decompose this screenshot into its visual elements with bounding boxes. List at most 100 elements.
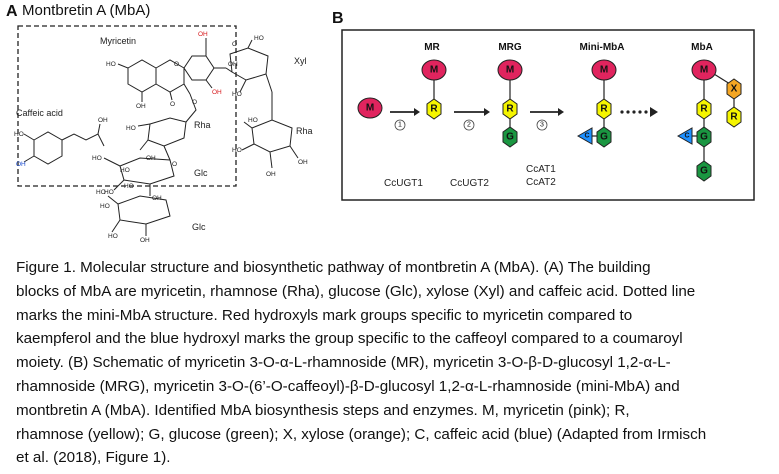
atom-label: OH (152, 195, 162, 202)
enzyme-ccat1: CcAT1 (526, 164, 556, 175)
caption-line: moiety. (B) Schematic of myricetin 3-O-α… (16, 354, 671, 372)
panel-b-pathway: B MR MRG Mini-MbA MbA (330, 8, 779, 213)
atom-label: HO (100, 203, 110, 210)
step-badge-2: 2 (463, 119, 475, 131)
node-x-mba: X (726, 78, 742, 100)
rhamnose-ring-1 (147, 117, 187, 147)
node-m-start: M (357, 97, 383, 119)
atom-label: O (170, 101, 175, 108)
label-myricetin: Myricetin (100, 36, 136, 46)
svg-text:X: X (731, 84, 738, 95)
atom-label: HO (106, 61, 116, 68)
label-rha-2: Rha (296, 126, 313, 136)
node-c-mini: C (576, 127, 593, 145)
enzyme-ccat2: CcAT2 (526, 177, 556, 188)
svg-text:G: G (600, 132, 608, 143)
caption-line: kaempferol and the blue hydroxyl marks t… (16, 330, 683, 348)
panel-a-title: Montbretin A (MbA) (22, 2, 151, 19)
svg-text:R: R (700, 104, 708, 115)
caption-line: marks the mini-MbA structure. Red hydrox… (16, 306, 633, 324)
atom-label: HO (14, 131, 24, 138)
column-title-mrg: MRG (498, 42, 522, 53)
pathway-frame (341, 29, 755, 201)
atom-label: HO (124, 183, 134, 190)
rhamnose-ring-2 (251, 119, 293, 153)
atom-label: HO (232, 91, 242, 98)
atom-label: OH (198, 31, 208, 38)
mba-chemical-structure: OH OH OH HO O OH O O HO OH HO O HO OH HO… (14, 25, 313, 244)
atom-label: HO (232, 147, 242, 154)
atom-label: OH (146, 155, 156, 162)
atom-label: OH (98, 117, 108, 124)
svg-text:M: M (600, 65, 608, 76)
svg-text:C: C (684, 133, 689, 140)
dotted-arrow (620, 107, 658, 117)
atom-label: HO (108, 233, 118, 240)
svg-text:M: M (366, 103, 374, 114)
caption-line: montbretin A (MbA). Identified MbA biosy… (16, 401, 630, 419)
atom-label: OH (16, 161, 26, 168)
column-title-mba: MbA (691, 42, 713, 53)
atom-label: OH (228, 61, 238, 68)
mini-mba-dotted-box (17, 25, 237, 187)
caption-line: blocks of MbA are myricetin, rhamnose (R… (16, 282, 696, 300)
atom-label: OH (266, 171, 276, 178)
panel-b-letter: B (332, 10, 344, 27)
node-r-mini: R (596, 98, 612, 120)
glucose-ring-2 (117, 195, 171, 225)
enzyme-ccugt2: CcUGT2 (450, 178, 489, 189)
svg-text:2: 2 (467, 122, 471, 129)
atom-label: O (174, 61, 179, 68)
caption-line: rhamnose (yellow); G, glucose (green); X… (16, 425, 707, 443)
figure-caption: Figure 1. Molecular structure and biosyn… (16, 256, 766, 470)
atom-label: O (172, 161, 177, 168)
svg-text:R: R (730, 112, 738, 123)
label-rha-1: Rha (194, 120, 211, 130)
myricetin-ring-b (183, 55, 215, 81)
atom-label: OH (140, 237, 150, 244)
atom-label: HO (120, 167, 130, 174)
node-m-mrg: M (497, 59, 523, 81)
label-caffeic-acid: Caffeic acid (16, 108, 63, 118)
column-title-mr: MR (424, 42, 440, 53)
atom-label: HO (254, 35, 264, 42)
atom-label: OH (298, 159, 308, 166)
atom-label: OH (212, 89, 222, 96)
node-m-mba: M (691, 59, 717, 81)
svg-text:G: G (506, 132, 514, 143)
myricetin-ring-c (155, 59, 185, 93)
panel-a-letter: A (6, 3, 18, 20)
node-g-mba-2: G (696, 160, 712, 182)
label-glc-1: Glc (194, 168, 208, 178)
atom-label: O (192, 99, 197, 106)
node-c-mba: C (676, 127, 693, 145)
node-r-mba-2: R (726, 106, 742, 128)
atom-label: HO (92, 155, 102, 162)
caption-line: Figure 1. Molecular structure and biosyn… (16, 259, 651, 276)
svg-text:1: 1 (398, 122, 402, 129)
pathway-schematic: MR MRG Mini-MbA MbA (341, 29, 755, 201)
panel-a-structure: A Montbretin A (MbA) (0, 0, 330, 250)
node-r-mrg: R (502, 98, 518, 120)
myricetin-ring-a (127, 59, 157, 93)
column-title-mini-mba: Mini-MbA (580, 42, 625, 53)
svg-text:C: C (584, 133, 589, 140)
atom-label: HO (104, 189, 114, 196)
step-badge-3: 3 (536, 119, 548, 131)
svg-text:G: G (700, 166, 708, 177)
svg-text:G: G (700, 132, 708, 143)
caffeic-acid-ring (33, 131, 63, 165)
caption-line: et al. (2018), Figure 1). (16, 449, 171, 467)
label-glc-2: Glc (192, 222, 206, 232)
atom-label: O (232, 41, 237, 48)
svg-text:M: M (430, 65, 438, 76)
step-badge-1: 1 (394, 119, 406, 131)
enzyme-ccugt1: CcUGT1 (384, 178, 423, 189)
atom-label: HO (96, 189, 106, 196)
caption-line: rhamnoside (MRG), myricetin 3-O-(6’-O-ca… (16, 377, 680, 395)
node-r-mr: R (426, 98, 442, 120)
node-m-mr: M (421, 59, 447, 81)
svg-text:R: R (600, 104, 608, 115)
atom-label: OH (136, 103, 146, 110)
svg-text:3: 3 (540, 122, 544, 129)
